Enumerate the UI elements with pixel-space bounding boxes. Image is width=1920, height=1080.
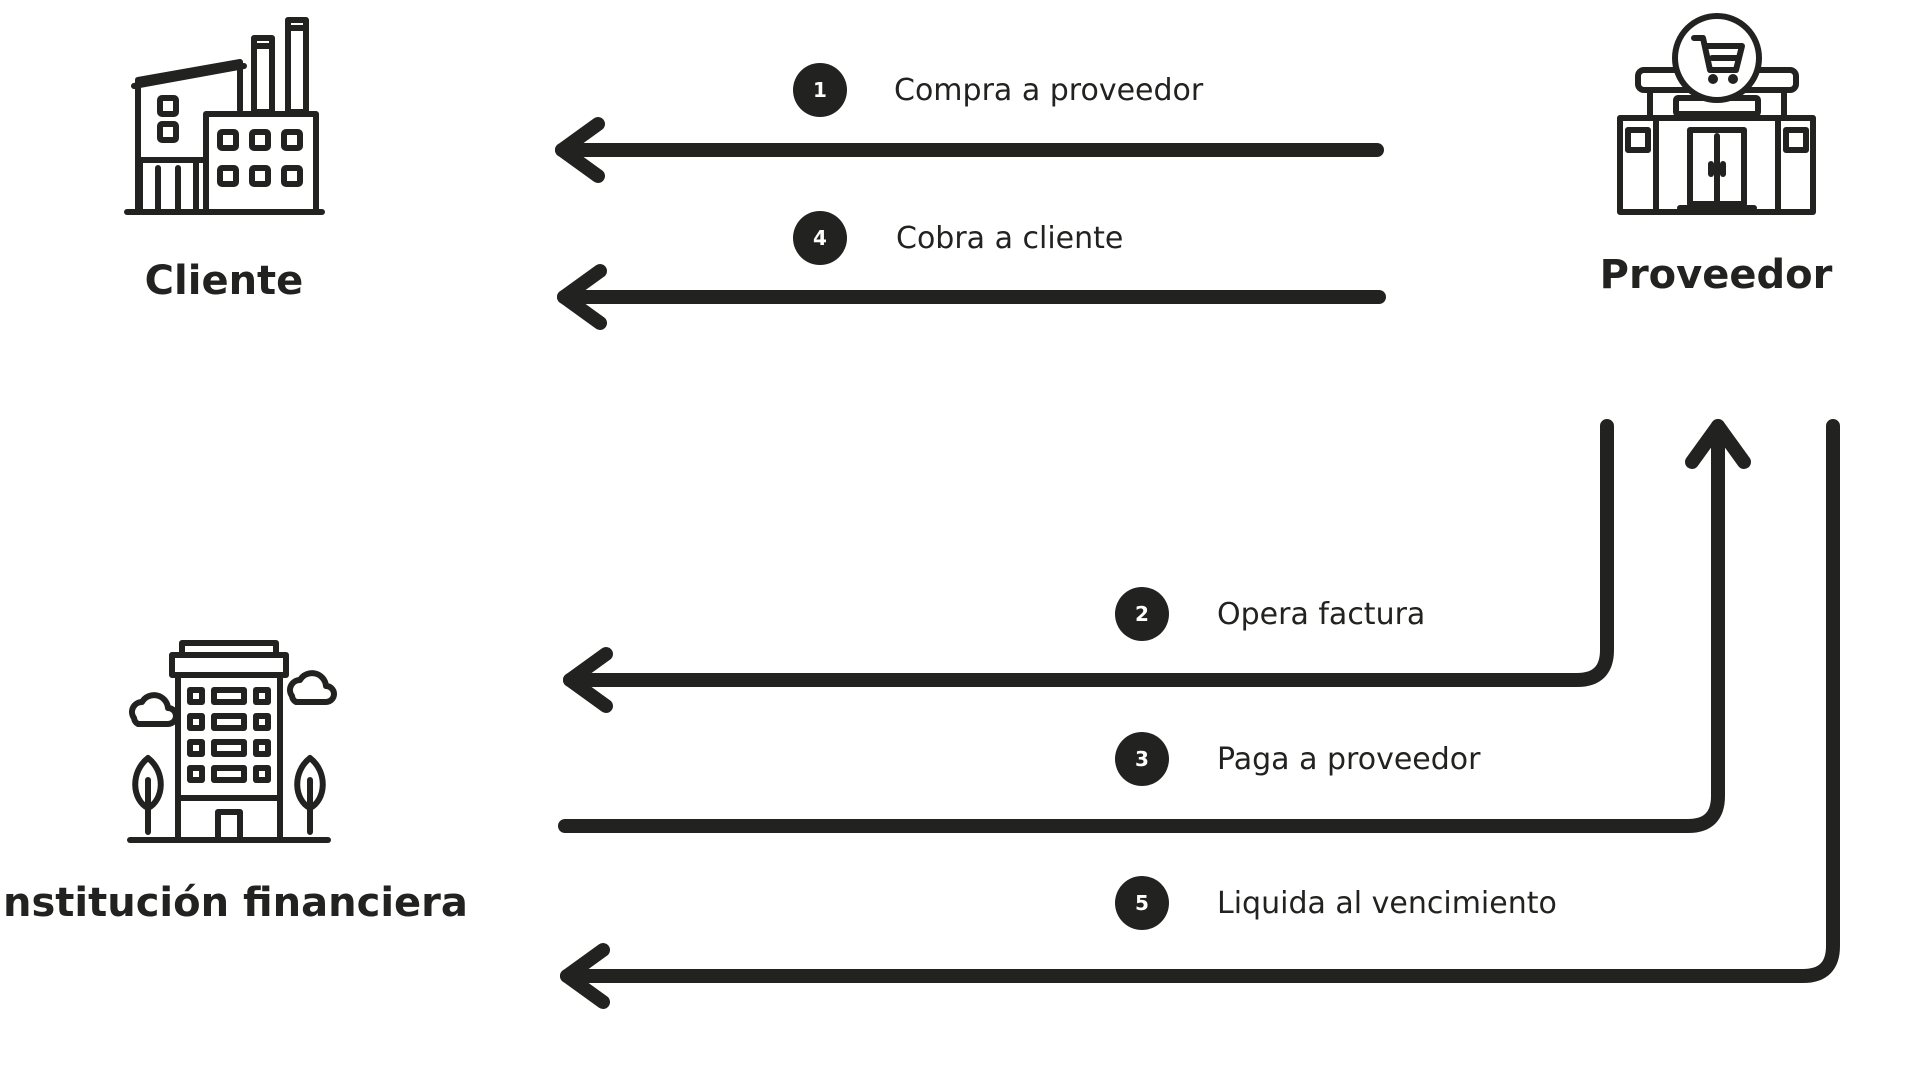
proveedor-label: Proveedor xyxy=(1600,252,1833,298)
arrow-step-3 xyxy=(558,419,1751,833)
step-4: 4 Cobra a cliente xyxy=(793,211,1123,265)
step-label: Cobra a cliente xyxy=(896,221,1123,256)
factory-icon xyxy=(124,17,325,215)
arrow-step-5 xyxy=(560,419,1840,1009)
step-badge xyxy=(793,63,847,117)
step-badge xyxy=(1115,876,1169,930)
arrow-step-4 xyxy=(557,264,1386,330)
step-label: Liquida al vencimiento xyxy=(1217,886,1557,921)
step-1: 1 Compra a proveedor xyxy=(793,63,1204,117)
step-5: 5 Liquida al vencimiento xyxy=(1115,876,1557,930)
cliente-label: Cliente xyxy=(145,258,304,304)
step-label: Opera factura xyxy=(1217,597,1425,632)
step-number: 1 xyxy=(813,78,827,102)
step-2: 2 Opera factura xyxy=(1115,587,1425,641)
step-number: 2 xyxy=(1135,602,1149,626)
step-label: Paga a proveedor xyxy=(1217,742,1481,777)
step-number: 5 xyxy=(1135,891,1149,915)
office-building-icon xyxy=(127,640,337,843)
step-3: 3 Paga a proveedor xyxy=(1115,732,1481,786)
step-number: 3 xyxy=(1135,747,1149,771)
institucion-label: Institución financiera xyxy=(0,880,468,926)
step-label: Compra a proveedor xyxy=(894,73,1204,108)
arrow-step-1 xyxy=(555,117,1384,183)
step-badge xyxy=(1115,732,1169,786)
arrow-step-2 xyxy=(563,419,1614,713)
step-number: 4 xyxy=(813,226,827,250)
store-cart-icon xyxy=(1617,13,1816,215)
step-badge xyxy=(793,211,847,265)
step-badge xyxy=(1115,587,1169,641)
